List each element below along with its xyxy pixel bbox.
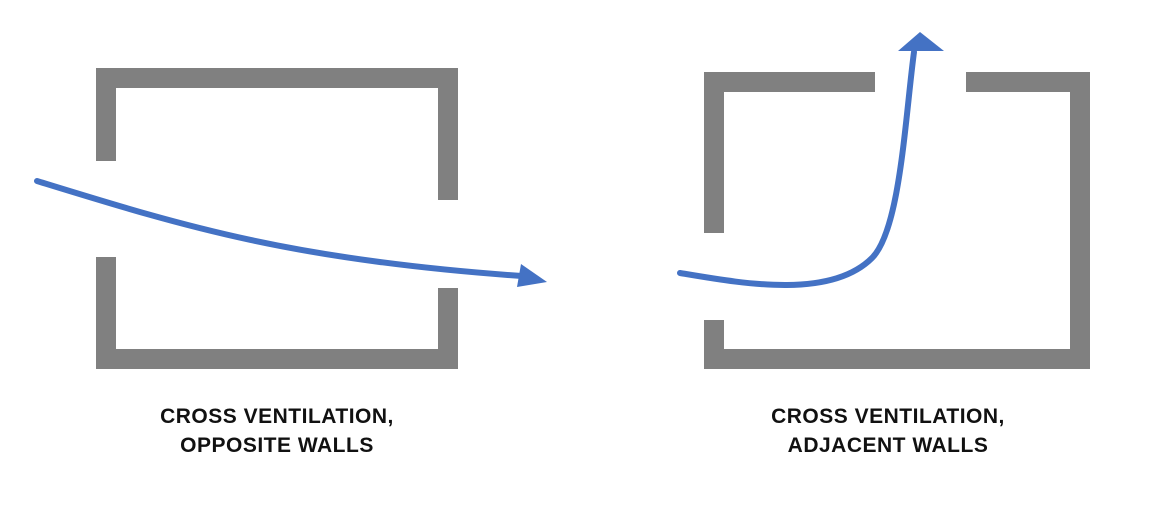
airflow-path-opposite [34,178,525,279]
wall-right-room-right [1070,72,1090,369]
wall-right-upper-segment [438,68,458,200]
caption-adjacent-line-1: CROSS VENTILATION, [771,405,1005,428]
caption-adjacent-walls: CROSS VENTILATION, ADJACENT WALLS [678,402,1098,460]
caption-adjacent-line-2: ADJACENT WALLS [787,434,989,457]
caption-opposite-walls: CROSS VENTILATION, OPPOSITE WALLS [67,402,487,460]
wall-right-room-left-upper [704,72,724,233]
wall-left-lower-segment [96,257,116,369]
wall-bottom-left-room [96,349,458,369]
wall-top-left-room [96,68,458,88]
airflow-path-adjacent [677,49,917,288]
airflow-arrow-adjacent [677,32,944,288]
arrowhead-adjacent [898,32,944,51]
wall-top-left-segment [704,72,875,92]
wall-left-upper-segment [96,68,116,161]
wall-right-room-bottom [704,349,1090,369]
arrowhead-opposite [517,264,547,287]
caption-opposite-line-2: OPPOSITE WALLS [180,434,374,457]
room-adjacent-walls [704,72,1090,369]
wall-top-right-segment [966,72,1090,92]
airflow-arrow-opposite [34,178,547,287]
wall-right-lower-segment [438,288,458,369]
caption-opposite-line-1: CROSS VENTILATION, [160,405,394,428]
room-opposite-walls [96,68,458,369]
wall-right-room-left-lower [704,320,724,369]
